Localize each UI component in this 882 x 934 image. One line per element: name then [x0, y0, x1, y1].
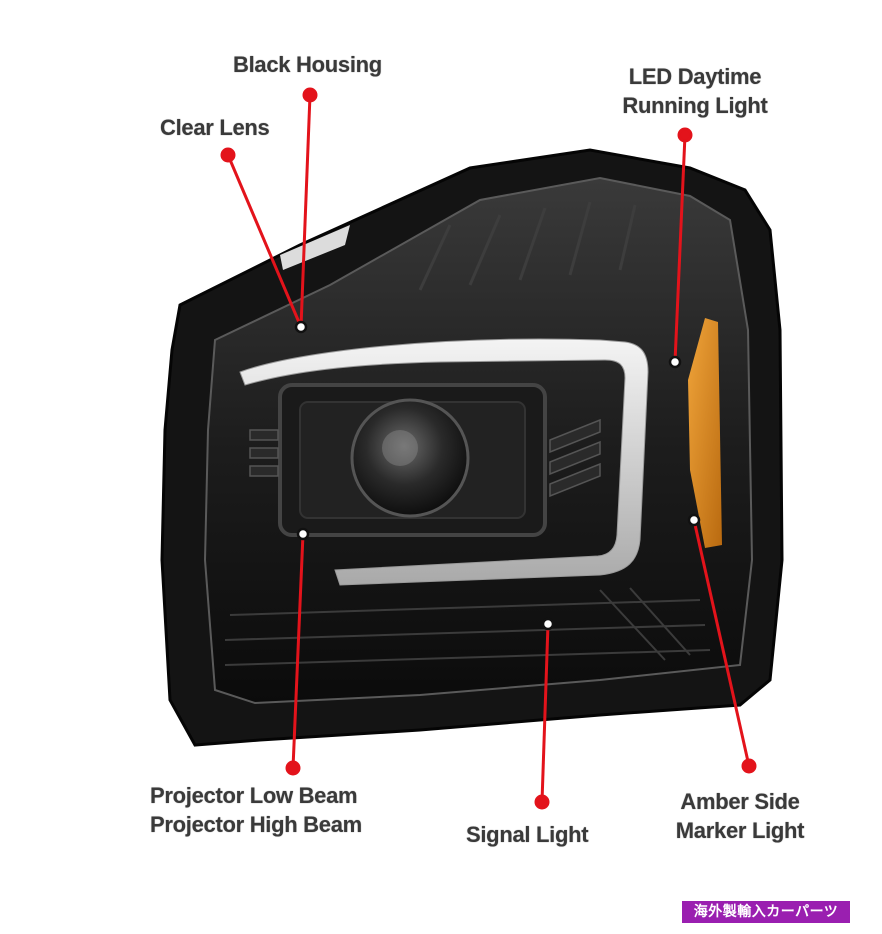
label-projector-high: Projector High Beam [150, 812, 362, 837]
label-amber-side-marker: Amber Side Marker Light [655, 787, 825, 845]
lens-reflection [280, 225, 350, 270]
watermark-badge: 海外製輸入カーパーツ [682, 901, 850, 923]
projector-highlight [382, 430, 418, 466]
label-clear-lens: Clear Lens [160, 115, 270, 140]
pointer-dot-led [677, 127, 693, 143]
marker-led [668, 355, 682, 369]
label-led-line2: Running Light [622, 93, 768, 118]
signal-area-lines [224, 587, 711, 666]
pointer-dot-amber [741, 758, 757, 774]
marker-projector [296, 527, 310, 541]
label-black-housing: Black Housing [233, 52, 382, 77]
marker-amber [687, 513, 701, 527]
label-projector-low: Projector Low Beam [150, 783, 358, 808]
target-markers [294, 320, 701, 631]
marker-signal [541, 617, 555, 631]
label-amber-line2: Marker Light [675, 818, 805, 843]
label-amber-line1: Amber Side [680, 789, 800, 814]
label-led-line1: LED Daytime [628, 64, 762, 89]
label-signal-light: Signal Light [466, 822, 589, 847]
led-light-bar [239, 338, 649, 586]
callout-pointers [220, 87, 757, 810]
pointer-dot-black-housing [302, 87, 318, 103]
marker-clear-lens [294, 320, 308, 334]
pointer-dot-clear-lens [220, 147, 236, 163]
pointer-dot-projector [285, 760, 301, 776]
side-fins [249, 418, 601, 498]
projector-lens [350, 398, 470, 518]
amber-side-marker [688, 318, 722, 548]
label-led-daytime-running-light: LED Daytime Running Light [605, 62, 785, 120]
housing-ribs [418, 201, 637, 291]
pointer-dot-signal [534, 794, 550, 810]
label-projector-beams: Projector Low Beam Projector High Beam [150, 781, 362, 839]
